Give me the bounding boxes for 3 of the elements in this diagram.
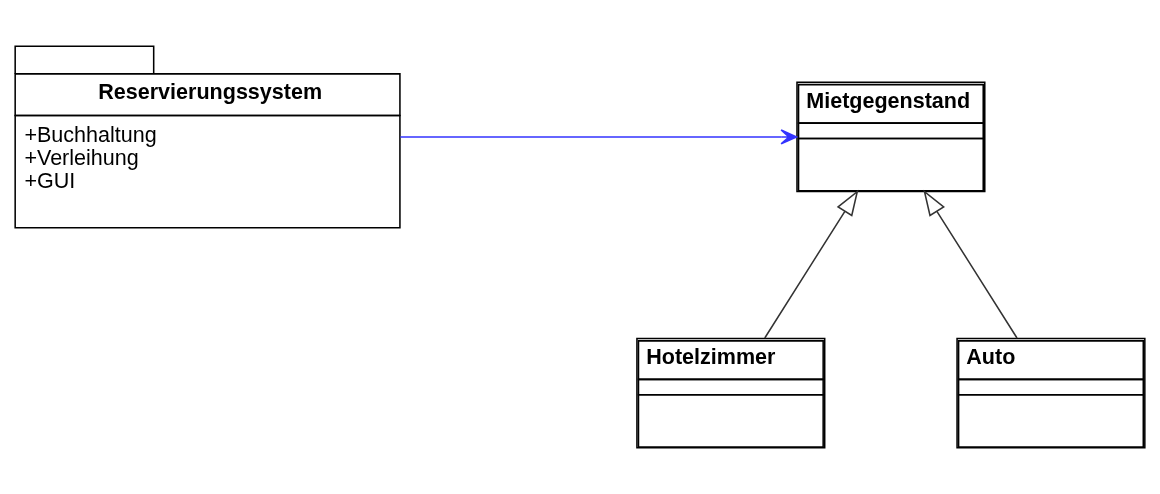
arrow bbox=[399, 129, 798, 145]
arrow bbox=[923, 189, 1018, 339]
arrow bbox=[764, 189, 859, 339]
